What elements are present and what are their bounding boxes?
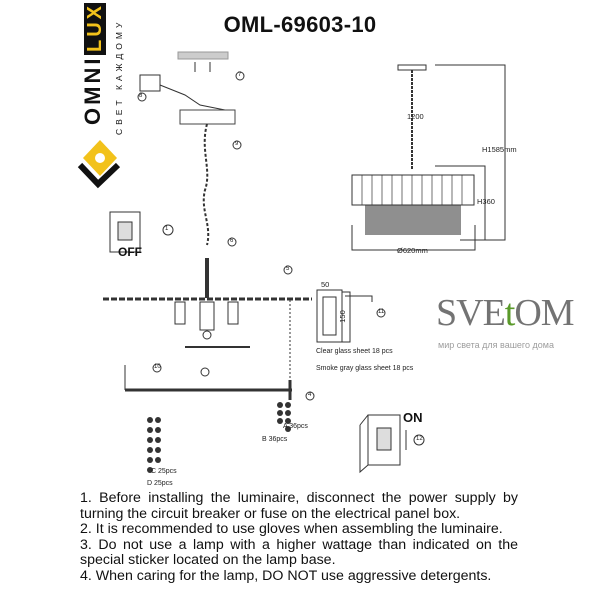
drop-a-label: A 36pcs	[283, 423, 308, 430]
svg-text:LUX: LUX	[84, 3, 106, 52]
chain-length-label: 1200	[407, 112, 424, 121]
page-title: OML-69603-10	[223, 12, 377, 37]
body-height-label: H360	[477, 197, 495, 206]
step-12: 12	[416, 436, 423, 442]
logo-mark: OMNI LUX СВЕТ КАЖДОМУ	[77, 3, 124, 189]
drop-c-label: C 25pcs	[151, 468, 177, 475]
instruction-2: 2. It is recommended to use gloves when …	[80, 521, 503, 538]
smoke-glass-label: Smoke gray glass sheet 18 pcs	[316, 365, 414, 372]
diameter-label: Ø620mm	[397, 246, 428, 255]
instruction-1: 1. Before installing the luminaire, disc…	[80, 490, 518, 522]
step-6: 6	[230, 238, 234, 244]
step-11: 11	[378, 309, 385, 315]
total-height-label: H1585mm	[482, 145, 517, 154]
step-5: 5	[286, 266, 290, 272]
on-label: ON	[403, 410, 423, 425]
drop-b-label: B 36pcs	[262, 436, 288, 443]
step-8: 8	[139, 93, 143, 99]
instruction-3: 3. Do not use a lamp with a higher watta…	[80, 536, 518, 569]
watermark-a: SVE	[436, 292, 506, 334]
step-10: 10	[154, 364, 161, 370]
step-9: 9	[235, 141, 239, 147]
instructions: 1. Before installing the luminaire, disc…	[80, 490, 518, 585]
svg-text:СВЕТ КАЖДОМУ: СВЕТ КАЖДОМУ	[114, 19, 124, 135]
off-label: OFF	[118, 245, 142, 259]
watermark-b: OM	[514, 292, 574, 334]
instruction-4: 4. When caring for the lamp, DO NOT use …	[80, 567, 492, 584]
clear-glass-label: Clear glass sheet 18 pcs	[316, 348, 393, 355]
watermark: SVEtOM	[436, 292, 575, 334]
step-1: 1	[165, 226, 169, 232]
step-7: 7	[238, 72, 242, 78]
drop-d-label: D 25pcs	[147, 480, 173, 487]
sheet-height-label: 150	[337, 310, 347, 323]
step-4: 4	[308, 392, 312, 398]
sheet-width-label: 50	[321, 280, 330, 289]
watermark-sub: мир света для вашего дома	[438, 340, 554, 350]
svg-text:OMNI: OMNI	[80, 56, 105, 125]
watermark-t: t	[504, 292, 516, 334]
